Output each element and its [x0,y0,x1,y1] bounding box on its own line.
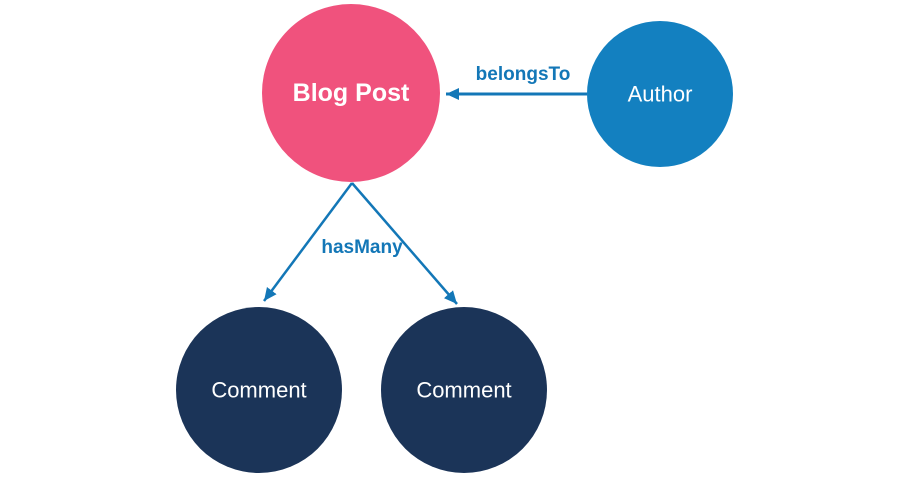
blog-post-label: Blog Post [293,79,410,107]
node-blog-post: Blog Post [262,4,440,182]
belongs-to-label: belongsTo [476,64,571,85]
node-author: Author [587,21,733,167]
author-circle [587,21,733,167]
has-many-label: hasMany [321,237,403,258]
edge-belongs-to: belongsTo [446,64,587,100]
edge-has-many: hasMany [262,182,458,305]
node-comment-right: Comment [381,307,547,473]
comment-left-label: Comment [211,378,306,403]
has-many-arrow-left [262,182,354,302]
comment-left-circle [176,307,342,473]
blog-post-circle [262,4,440,182]
has-many-arrow-right [351,182,458,305]
comment-right-circle [381,307,547,473]
comment-right-label: Comment [416,378,511,403]
author-label: Author [628,82,693,107]
node-comment-left: Comment [176,307,342,473]
